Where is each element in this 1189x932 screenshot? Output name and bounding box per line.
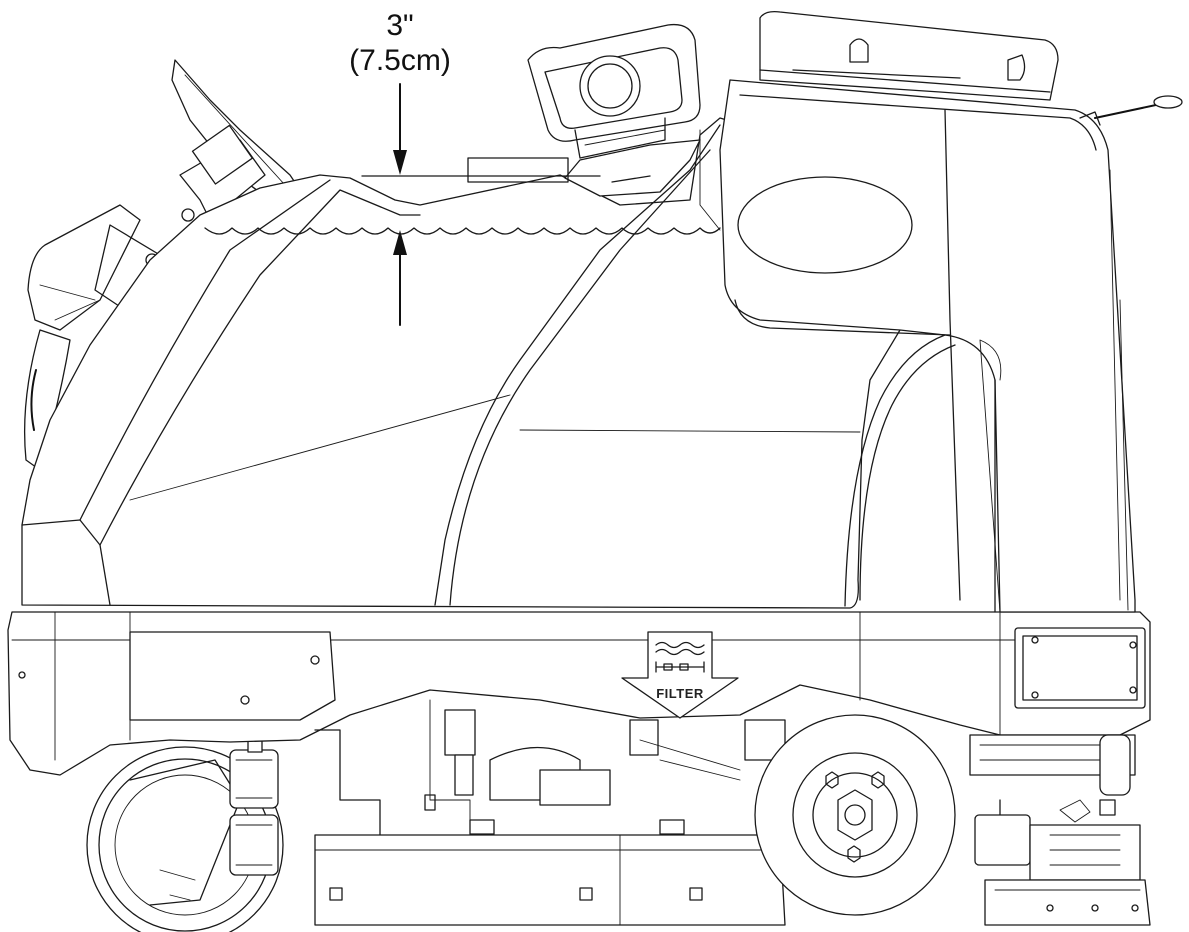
filter-symbol: FILTER (621, 631, 739, 719)
dimension-arrow-down-icon (393, 150, 407, 175)
recovery-tank (21, 117, 956, 609)
dimension-callout: 3" (7.5cm) (349, 9, 601, 326)
undercarriage (314, 699, 786, 926)
dimension-metric-label: (7.5cm) (349, 44, 451, 77)
filter-label: FILTER (656, 686, 704, 701)
camera-housing (527, 23, 701, 159)
chassis (7, 611, 1151, 776)
rear-wheel (86, 739, 284, 932)
dimension-arrow-up-icon (393, 230, 407, 255)
water-level-line (204, 227, 721, 235)
rear-controls (23, 59, 301, 471)
solution-tank (719, 10, 1183, 613)
front-wheel (754, 714, 956, 916)
dimension-imperial-label: 3" (386, 9, 413, 42)
front-mechanics (969, 734, 1151, 926)
